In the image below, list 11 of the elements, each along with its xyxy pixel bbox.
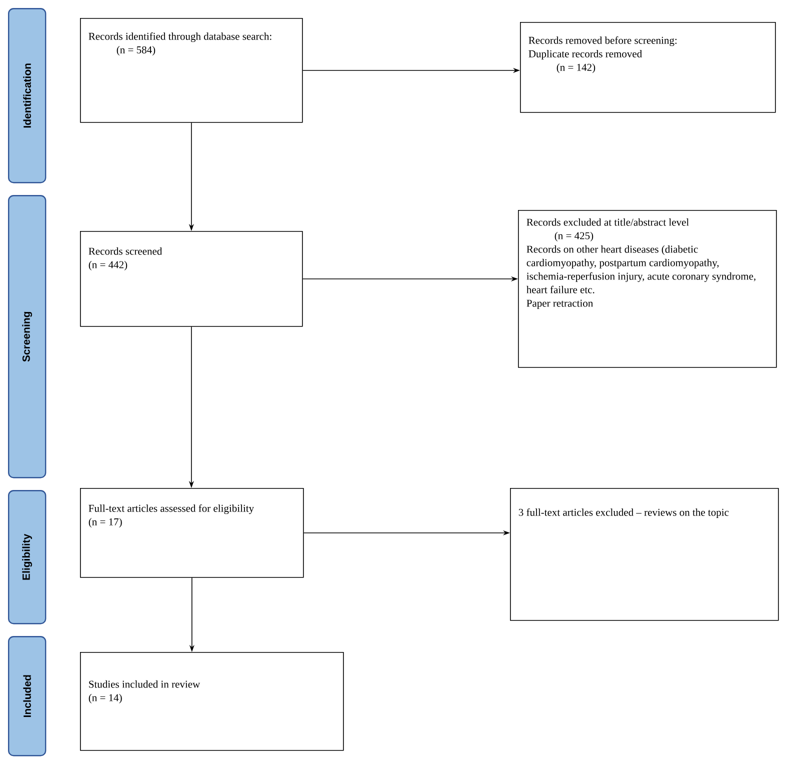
stage-band: Identification: [8, 8, 46, 184]
process-box: 3 full-text articles excluded – reviews on the topic: [510, 488, 779, 621]
process-box: Full-text articles assessed for eligibility (n = 17): [80, 488, 304, 578]
process-box: Records removed before screening: Duplicate records removed (n = 142): [520, 22, 776, 113]
process-box: Records excluded at title/abstract level (n = 425) Records on other heart diseases (diabetic cardiomyopathy, postpartum cardiomyopathy, ischemia-reperfusion injury, acute coronary syndrome, heart failure etc. Paper retraction: [518, 210, 777, 368]
stage-band: Screening: [8, 195, 46, 478]
stage-band: Eligibility: [8, 490, 46, 624]
stage-band: Included: [8, 636, 46, 756]
process-box: Records identified through database search: (n = 584): [80, 18, 303, 123]
process-box: Records screened (n = 442): [80, 231, 303, 327]
process-box: Studies included in review (n = 14): [80, 652, 344, 751]
